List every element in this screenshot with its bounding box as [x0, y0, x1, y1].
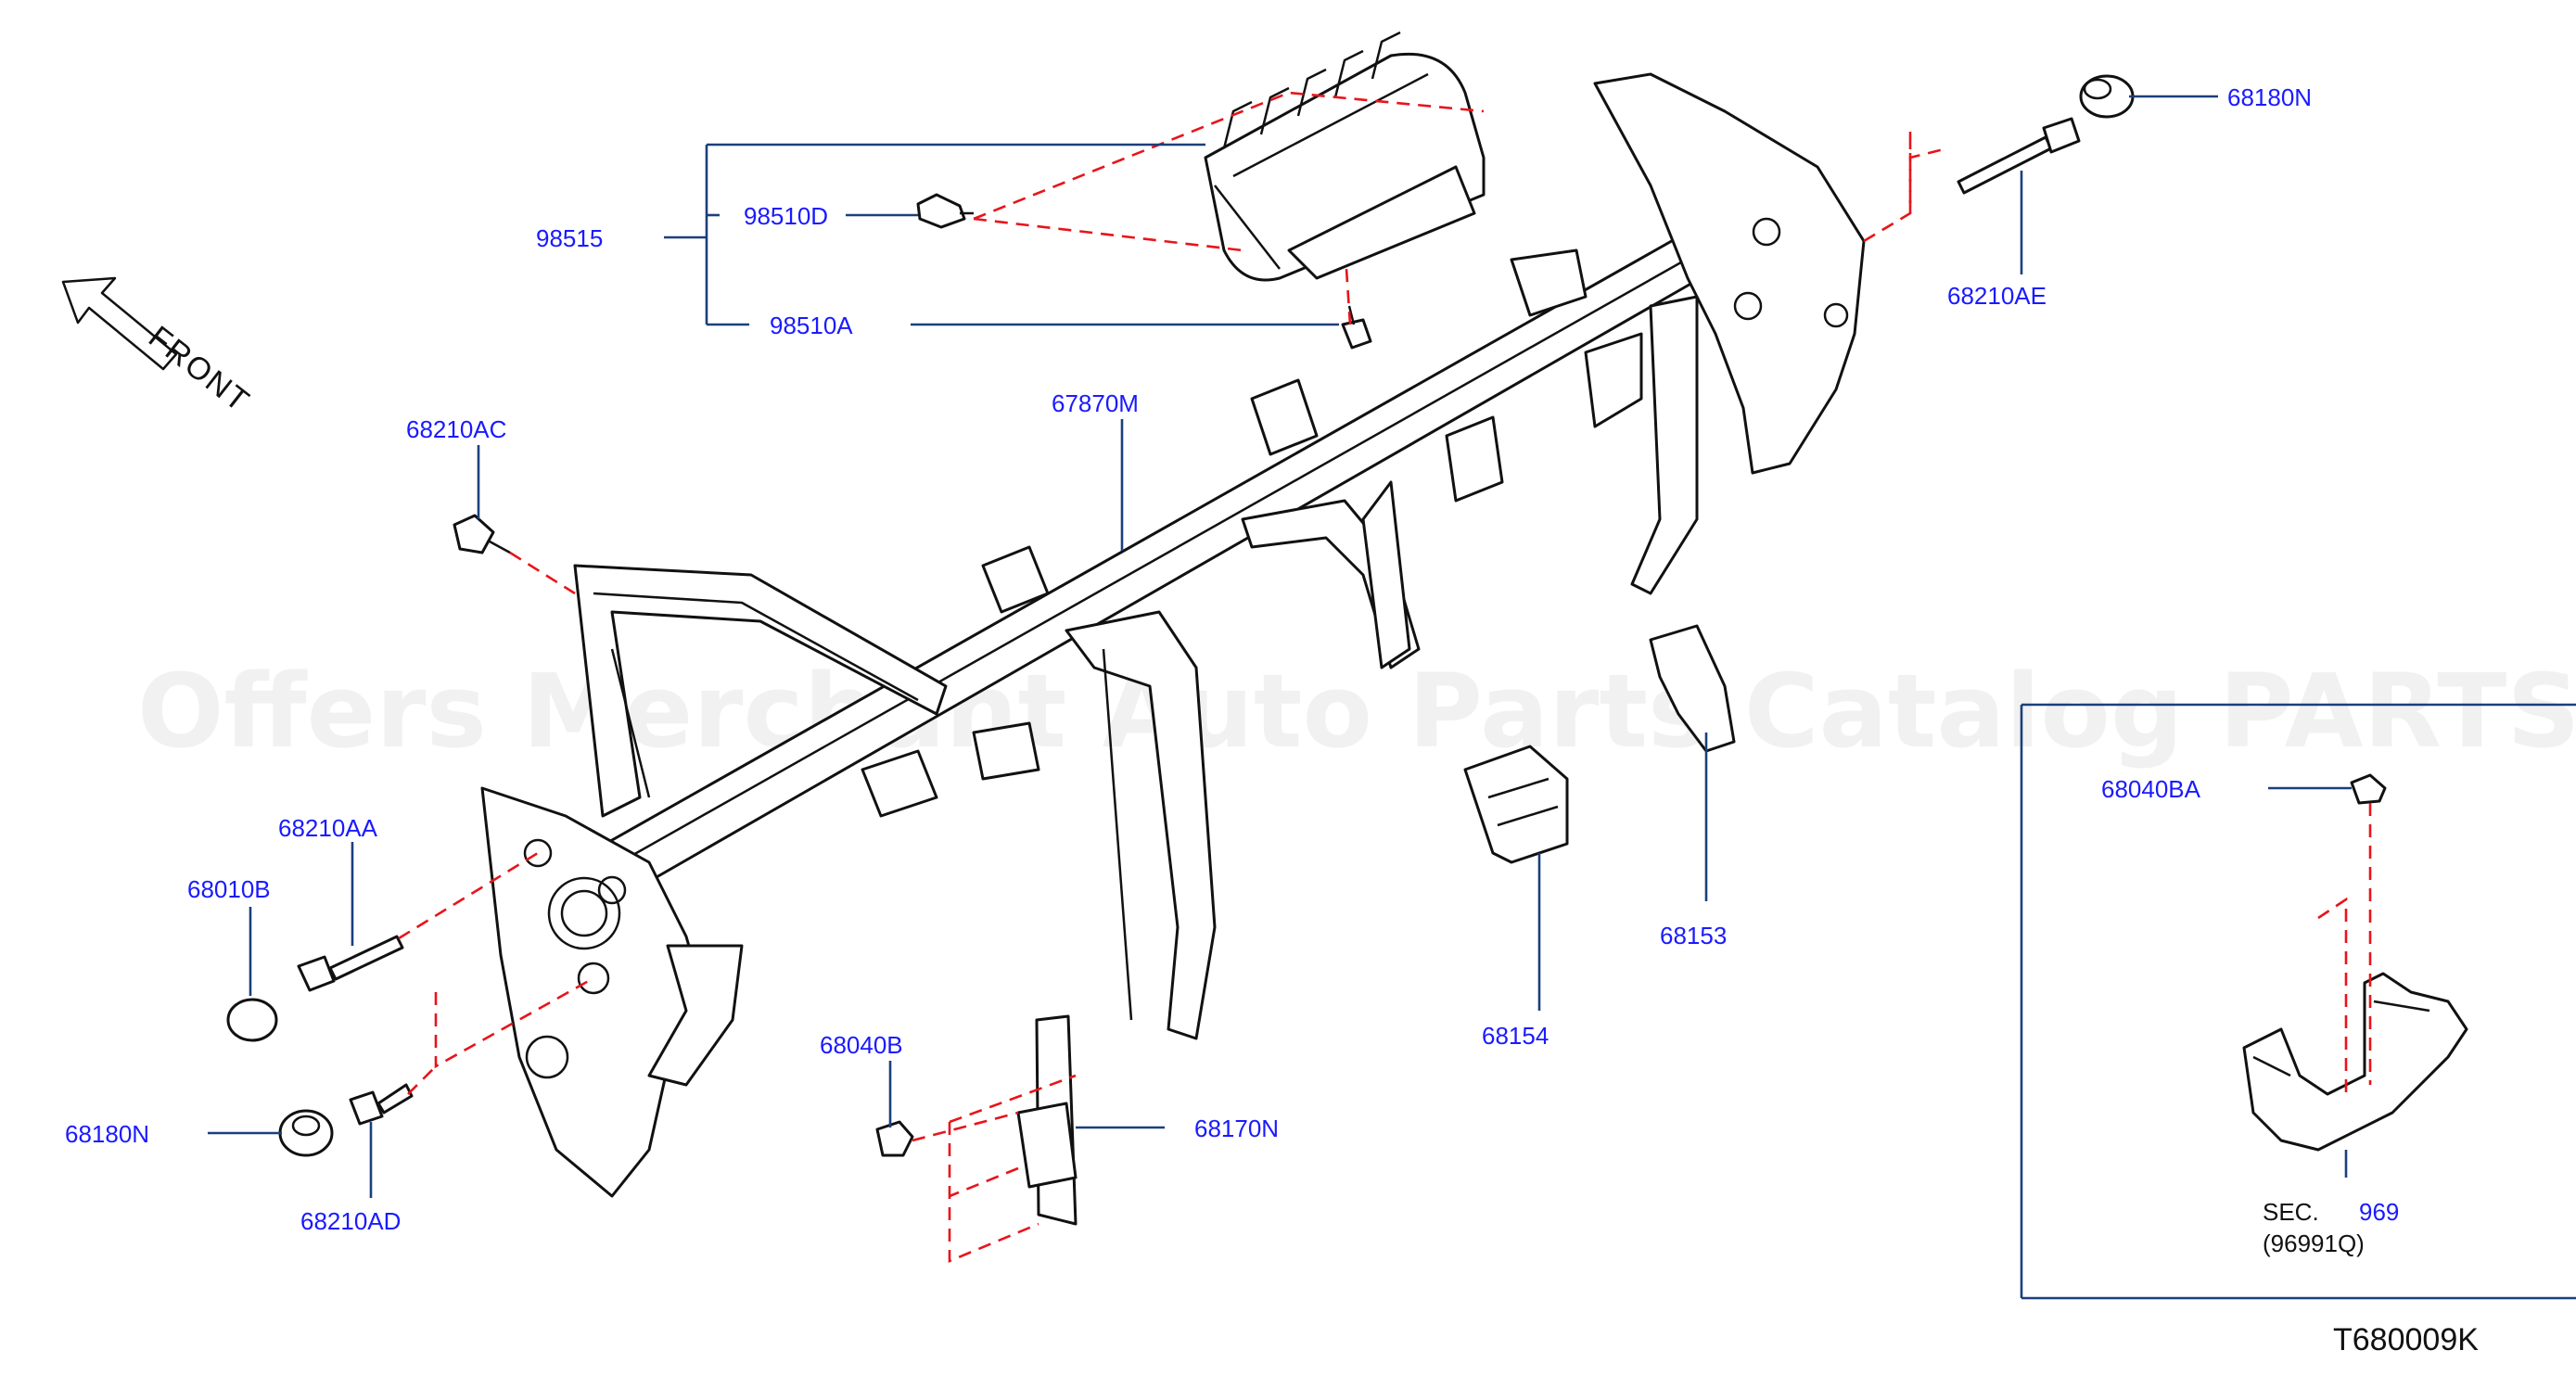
label-68170N[interactable]: 68170N	[1194, 1115, 1279, 1142]
label-68040BA[interactable]: 68040BA	[2101, 775, 2201, 803]
label-68210AA[interactable]: 68210AA	[278, 814, 378, 842]
cap-68180N-bottom	[278, 1109, 334, 1157]
label-68180N-bottom[interactable]: 68180N	[65, 1120, 149, 1148]
passenger-airbag-98515	[1204, 31, 1486, 282]
bracket-68153	[1649, 624, 1736, 753]
label-98515[interactable]: 98515	[536, 224, 603, 252]
bracket-68170N	[1016, 1014, 1078, 1226]
sec-prefix: SEC.	[2263, 1198, 2319, 1226]
screw-98510D	[916, 193, 974, 229]
bolt-68210AC	[453, 514, 511, 554]
nut-68040B	[875, 1120, 914, 1157]
label-98510A[interactable]: 98510A	[770, 312, 853, 339]
label-68210AE[interactable]: 68210AE	[1947, 282, 2047, 310]
label-67870M[interactable]: 67870M	[1052, 389, 1139, 417]
watermark-text: Offers Merchant Auto Parts Catalog PARTS…	[137, 652, 2576, 771]
dashed-lines	[398, 91, 2372, 1263]
bolt-98510A	[1341, 305, 1372, 350]
cap-68180N-top	[2079, 74, 2135, 119]
plug-68010B	[226, 998, 278, 1042]
label-68040B[interactable]: 68040B	[820, 1031, 903, 1059]
label-68210AC[interactable]: 68210AC	[406, 415, 506, 443]
bolt-68210AD	[349, 1083, 414, 1126]
label-68180N-top[interactable]: 68180N	[2227, 83, 2312, 111]
leader-lines	[208, 95, 2576, 1300]
bolt-68210AA	[297, 935, 404, 992]
bolt-68210AE	[1957, 117, 2081, 195]
diagram-code: T680009K	[2333, 1322, 2479, 1357]
label-68154[interactable]: 68154	[1482, 1022, 1549, 1050]
label-68153[interactable]: 68153	[1660, 922, 1727, 949]
label-98510D[interactable]: 98510D	[744, 202, 828, 230]
bracket-96991Q	[2242, 972, 2468, 1152]
sec-part-96991Q: (96991Q)	[2263, 1229, 2365, 1257]
front-label: FRONT	[142, 319, 257, 419]
label-68210AD[interactable]: 68210AD	[300, 1207, 401, 1235]
front-arrow-icon	[61, 276, 178, 371]
sec-number-969[interactable]: 969	[2359, 1198, 2399, 1226]
label-68010B[interactable]: 68010B	[187, 875, 271, 903]
bracket-68154	[1463, 745, 1569, 864]
nut-68040BA	[2350, 773, 2387, 805]
steering-member-67870M	[480, 72, 1866, 1198]
